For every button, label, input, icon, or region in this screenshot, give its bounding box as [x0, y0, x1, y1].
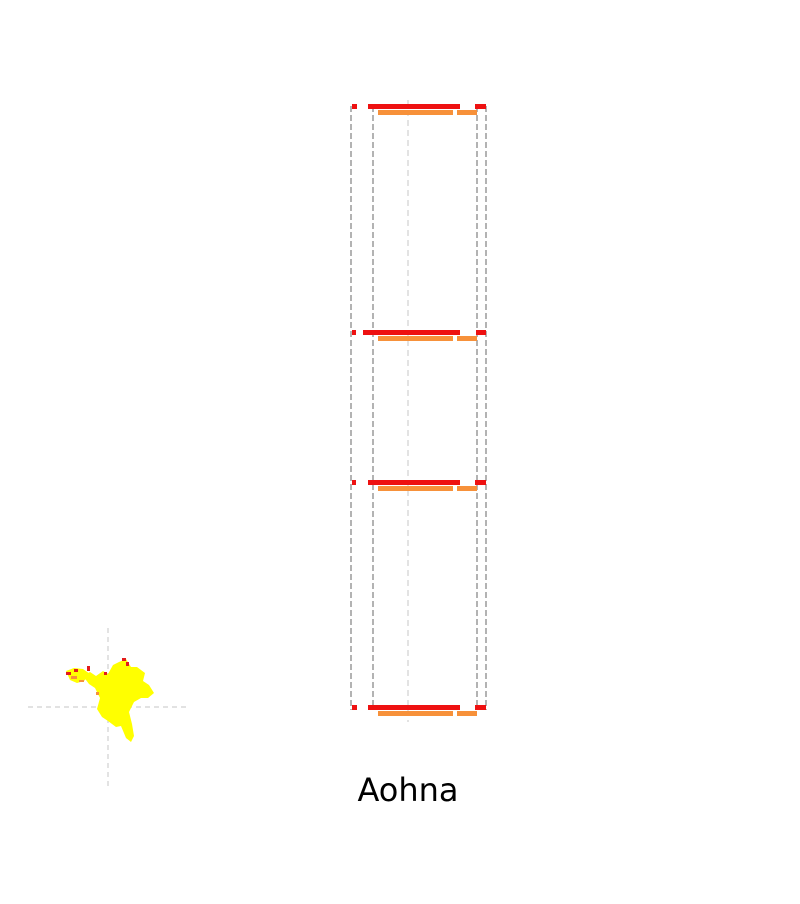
level-3-orange-bar — [457, 486, 477, 491]
marker-accent — [87, 666, 90, 671]
level-1-red-bar — [475, 104, 486, 109]
level-4-orange-bar — [457, 711, 477, 716]
location-marker-shape — [83, 659, 154, 742]
level-1-orange-bar — [457, 110, 477, 115]
level-4-red-bar — [352, 705, 357, 710]
level-3 — [352, 480, 486, 491]
level-4-red-bar — [475, 705, 486, 710]
level-4 — [352, 705, 486, 716]
level-1-red-bar — [368, 104, 460, 109]
marker-accent — [104, 672, 107, 675]
level-3-red-bar — [368, 480, 460, 485]
location-marker — [66, 658, 154, 742]
level-4-red-bar — [368, 705, 460, 710]
diagram-title: Aohna — [357, 771, 459, 809]
level-2 — [352, 330, 486, 341]
level-1-red-bar — [352, 104, 357, 109]
level-2-red-bar — [352, 330, 356, 335]
level-3-orange-bar — [378, 486, 453, 491]
level-3-red-bar — [352, 480, 356, 485]
level-3-red-bar — [475, 480, 486, 485]
level-2-red-bar — [476, 330, 486, 335]
location-marker-tail — [66, 668, 90, 683]
marker-accent — [66, 672, 71, 675]
marker-accent — [126, 662, 129, 666]
level-2-orange-bar — [457, 336, 477, 341]
frame-lines — [350, 100, 487, 722]
level-2-red-bar — [363, 330, 460, 335]
marker-accent — [122, 658, 126, 661]
level-1-orange-bar — [378, 110, 453, 115]
marker-accent — [96, 692, 99, 695]
marker-accent — [74, 669, 78, 672]
marker-accent — [79, 680, 84, 682]
level-2-orange-bar — [378, 336, 453, 341]
marker-accent — [71, 676, 77, 679]
level-4-orange-bar — [378, 711, 453, 716]
level-1 — [352, 104, 486, 115]
